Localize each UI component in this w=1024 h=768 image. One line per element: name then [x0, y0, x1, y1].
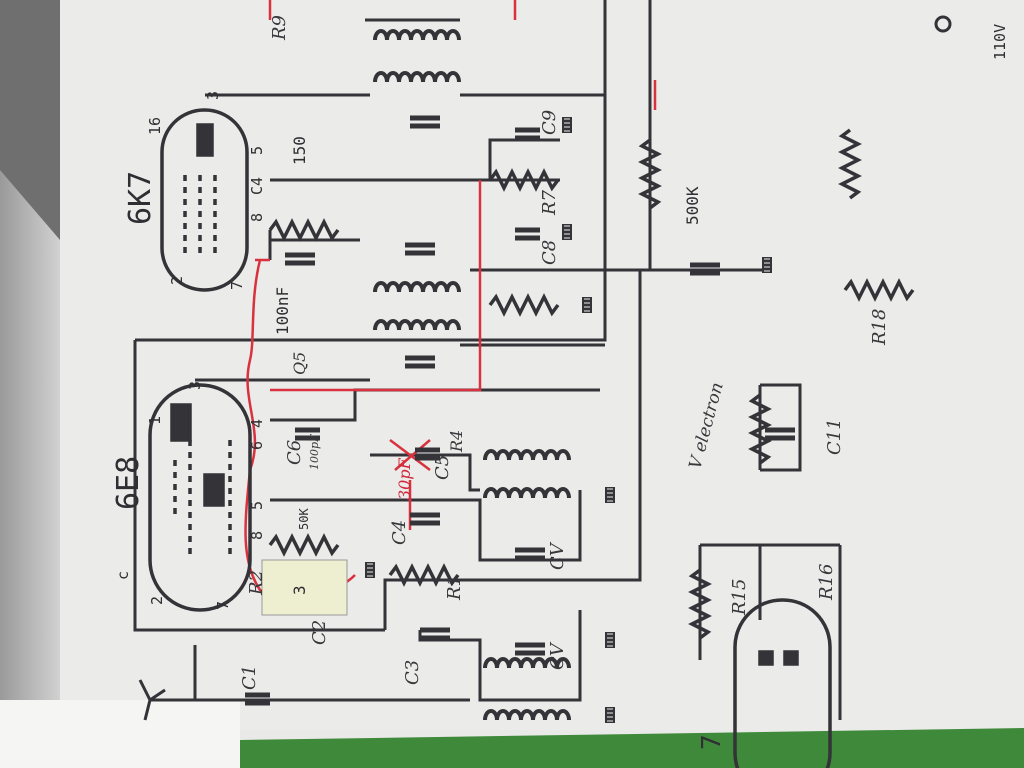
label-c1: C1: [239, 665, 260, 690]
ground-symbol: [761, 256, 773, 274]
ground-symbol: [561, 116, 573, 134]
value-500k: 500K: [683, 186, 702, 225]
value-50k: 50K: [297, 508, 311, 530]
value-150: 150: [290, 136, 309, 165]
label-r4: R4: [447, 430, 466, 453]
ground-symbol: [561, 223, 573, 241]
ground-symbol: [581, 296, 593, 314]
label-c2: C2: [309, 620, 330, 645]
tube-6e8: [148, 383, 252, 612]
paper: [60, 0, 1024, 730]
label-c9: C9: [539, 110, 560, 135]
pin-label: 16: [146, 117, 164, 135]
pin-label: 1: [146, 416, 164, 425]
tube-6e8-label: 6E8: [111, 456, 146, 510]
pin-label: 8: [248, 531, 266, 540]
tube-6k7: [160, 108, 249, 292]
ground-symbol: [364, 561, 376, 579]
pin-label: 7: [214, 601, 232, 610]
label-r18: R18: [869, 309, 890, 346]
pin-label: 4: [248, 419, 266, 428]
ground-symbol: [604, 631, 616, 649]
paper-shadow: [0, 0, 60, 240]
label-r15: R15: [729, 579, 750, 616]
capacitors: [245, 115, 795, 706]
pin-label: 3: [204, 91, 222, 100]
label-r16: R16: [816, 564, 837, 601]
value-100nf: 100nF: [273, 287, 292, 335]
pin-label: 2: [148, 596, 166, 605]
label-c4-value: 30pF: [395, 457, 414, 500]
tube-bottom-label: 7: [697, 734, 727, 750]
pin-label: 5: [248, 146, 266, 155]
tube-6k7-label: 6K7: [123, 171, 158, 225]
label-110v: 110V: [991, 24, 1009, 60]
label-c4: C4: [389, 520, 410, 545]
label-c8: C8: [539, 240, 560, 265]
pin-label: 6: [248, 441, 266, 450]
label-c11: C11: [824, 418, 845, 455]
label-r9: R9: [269, 15, 290, 41]
label-q5: Q5: [290, 352, 309, 375]
label-c3: C3: [402, 660, 423, 685]
label-cv-2: CV: [547, 641, 568, 670]
label-c5: C5: [432, 455, 453, 480]
label-c6: C6: [284, 440, 305, 465]
label-r1: R1: [444, 575, 465, 601]
label-r2: R2: [246, 570, 267, 596]
pin-label: 3: [186, 381, 204, 390]
tube-bottom: [733, 598, 832, 768]
pin-label: 7: [228, 281, 246, 290]
pin-label: c: [114, 571, 132, 580]
label-c6-value: 100pF: [308, 434, 321, 470]
table-green: [240, 728, 1024, 768]
pin-label: 8: [248, 213, 266, 222]
ground-symbol: [604, 486, 616, 504]
ground-symbol: [604, 706, 616, 724]
label-r7: R7: [539, 189, 560, 216]
labels: 6K7 6E8 7 16 3 5 C4 8 2 7 150 100nF 500K…: [111, 15, 1009, 750]
label-cv-1: CV: [547, 541, 568, 570]
box-label: 3: [290, 585, 309, 595]
pin-label: 2: [168, 276, 186, 285]
terminal-110v: [934, 15, 952, 33]
highlight-box: [261, 559, 348, 616]
pin-label: 5: [248, 501, 266, 510]
pin-label: C4: [248, 177, 266, 195]
white-margin: [0, 700, 240, 768]
antenna-symbol: [138, 679, 166, 721]
